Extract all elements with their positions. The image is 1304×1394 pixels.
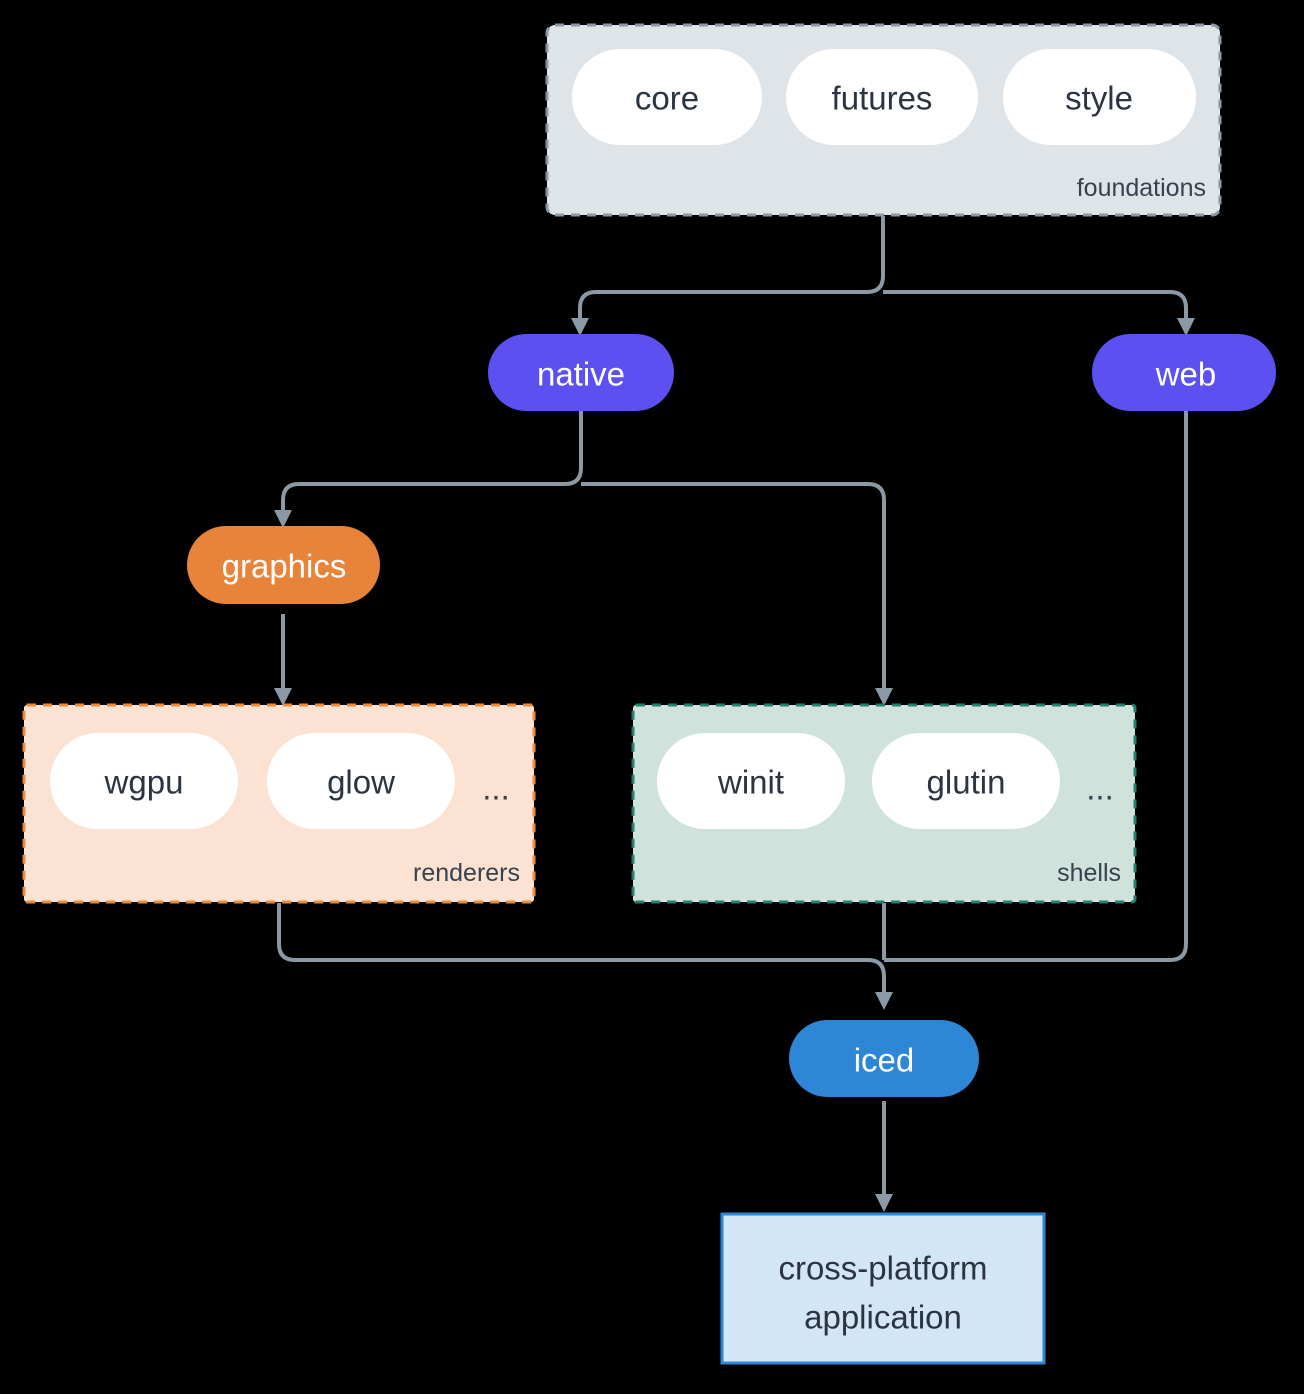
- shells-ellipsis: ...: [1086, 770, 1114, 807]
- edge-foundations-split: [578, 216, 885, 320]
- pill-core-label: core: [635, 80, 699, 117]
- group-renderers[interactable]: wgpu glow ... renderers: [22, 703, 536, 904]
- pill-winit-label: winit: [717, 764, 784, 801]
- pill-wgpu[interactable]: [50, 733, 238, 829]
- pill-winit[interactable]: [657, 733, 845, 829]
- group-shells-label: shells: [1057, 859, 1121, 887]
- node-web-label: web: [1155, 356, 1217, 393]
- group-foundations-label: foundations: [1077, 174, 1206, 202]
- node-graphics-label: graphics: [222, 548, 347, 585]
- arrowhead-to-web: [1177, 318, 1195, 336]
- pill-style[interactable]: [1003, 49, 1196, 145]
- pill-wgpu-label: wgpu: [104, 764, 184, 801]
- node-native-label: native: [537, 356, 625, 393]
- node-application[interactable]: cross-platform application: [720, 1212, 1046, 1365]
- edge-native-to-shells: [581, 482, 886, 690]
- group-foundations[interactable]: core futures style foundations: [545, 23, 1222, 217]
- pill-futures-label: futures: [832, 80, 933, 117]
- edge-renderers-to-iced: [277, 903, 886, 994]
- node-native[interactable]: native: [488, 334, 674, 411]
- node-application-label-line2: application: [804, 1299, 962, 1336]
- node-iced-shape: [789, 1020, 979, 1097]
- edge-foundations-to-web: [883, 290, 1188, 320]
- pill-futures[interactable]: [786, 49, 978, 145]
- pill-style-label: style: [1065, 80, 1133, 117]
- pill-core[interactable]: [572, 49, 762, 145]
- node-web[interactable]: web: [1092, 334, 1276, 411]
- edge-web-to-iced: [884, 410, 1188, 962]
- arrowhead-to-iced: [875, 992, 893, 1010]
- node-application-label-line1: cross-platform: [778, 1250, 987, 1287]
- group-renderers-label: renderers: [413, 859, 520, 887]
- arrowhead-to-renderers: [274, 688, 292, 706]
- pill-glow[interactable]: [267, 733, 455, 829]
- node-application-shape: [720, 1212, 1046, 1365]
- pill-glutin-label: glutin: [927, 764, 1006, 801]
- arrowhead-to-shells: [875, 688, 893, 706]
- edge-native-split: [281, 410, 583, 512]
- renderers-ellipsis: ...: [482, 770, 510, 807]
- arrowhead-to-graphics: [274, 510, 292, 528]
- edge-layer: [274, 216, 1195, 1212]
- node-native-shape: [488, 334, 674, 411]
- node-graphics-shape: [187, 526, 380, 604]
- pill-glutin[interactable]: [872, 733, 1060, 829]
- node-iced-label: iced: [854, 1042, 915, 1079]
- arrowhead-to-native: [571, 318, 589, 336]
- arrowhead-to-application: [875, 1194, 893, 1212]
- group-shells[interactable]: winit glutin ... shells: [631, 703, 1137, 904]
- node-graphics[interactable]: graphics: [187, 526, 380, 604]
- node-web-shape: [1092, 334, 1276, 411]
- pill-glow-label: glow: [327, 764, 395, 801]
- node-iced[interactable]: iced: [789, 1020, 979, 1097]
